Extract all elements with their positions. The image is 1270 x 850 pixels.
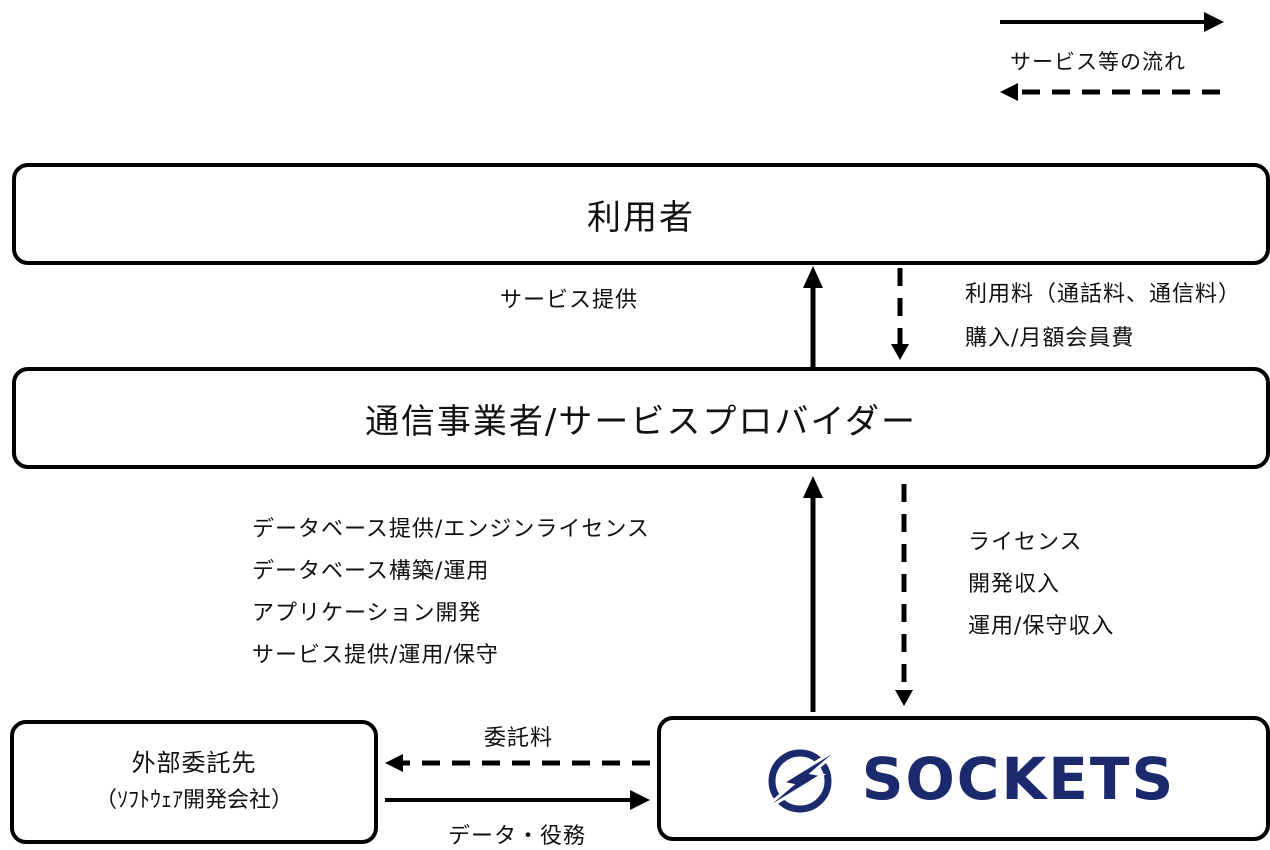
services-item: データベース構築/運用 xyxy=(252,559,490,584)
revenues-list: ライセンス 開発収入 運用/保守収入 xyxy=(968,522,1114,648)
data-labor-label: データ・役務 xyxy=(448,824,587,849)
carrier-label: 通信事業者/サービスプロバイダー xyxy=(364,401,918,442)
outsourcing-fee-label: 委託料 xyxy=(484,726,554,751)
legend-solid-arrowhead xyxy=(1204,12,1224,32)
revenues-item: 運用/保守収入 xyxy=(968,614,1115,639)
legend-dashed-arrowhead xyxy=(1000,83,1018,101)
revenues-item: ライセンス xyxy=(968,530,1083,555)
user-label: 利用者 xyxy=(587,197,695,238)
outsource-title: 外部委託先 xyxy=(131,749,257,777)
membership-fee-label: 購入/月額会員費 xyxy=(965,326,1135,351)
sockets-box: SOCKETS xyxy=(657,716,1270,841)
sockets-logo-icon xyxy=(755,741,848,816)
outsource-box: 外部委託先 （ｿﾌﾄｳｪｱ開発会社） xyxy=(10,720,378,844)
legend-label: サービス等の流れ xyxy=(1010,50,1186,74)
usage-fee-label: 利用料（通話料、通信料） xyxy=(965,282,1242,307)
user-box: 利用者 xyxy=(12,163,1270,265)
services-item: サービス提供/運用/保守 xyxy=(252,643,499,668)
services-item: データベース提供/エンジンライセンス xyxy=(252,517,650,542)
services-list: データベース提供/エンジンライセンス データベース構築/運用 アプリケーション開… xyxy=(252,509,650,677)
sockets-wordmark: SOCKETS xyxy=(861,744,1176,813)
carrier-box: 通信事業者/サービスプロバイダー xyxy=(12,367,1270,469)
revenues-item: 開発収入 xyxy=(968,572,1061,597)
service-provision-label: サービス提供 xyxy=(500,288,639,313)
outsource-subtitle: （ｿﾌﾄｳｪｱ開発会社） xyxy=(94,788,293,813)
services-item: アプリケーション開発 xyxy=(252,601,482,626)
